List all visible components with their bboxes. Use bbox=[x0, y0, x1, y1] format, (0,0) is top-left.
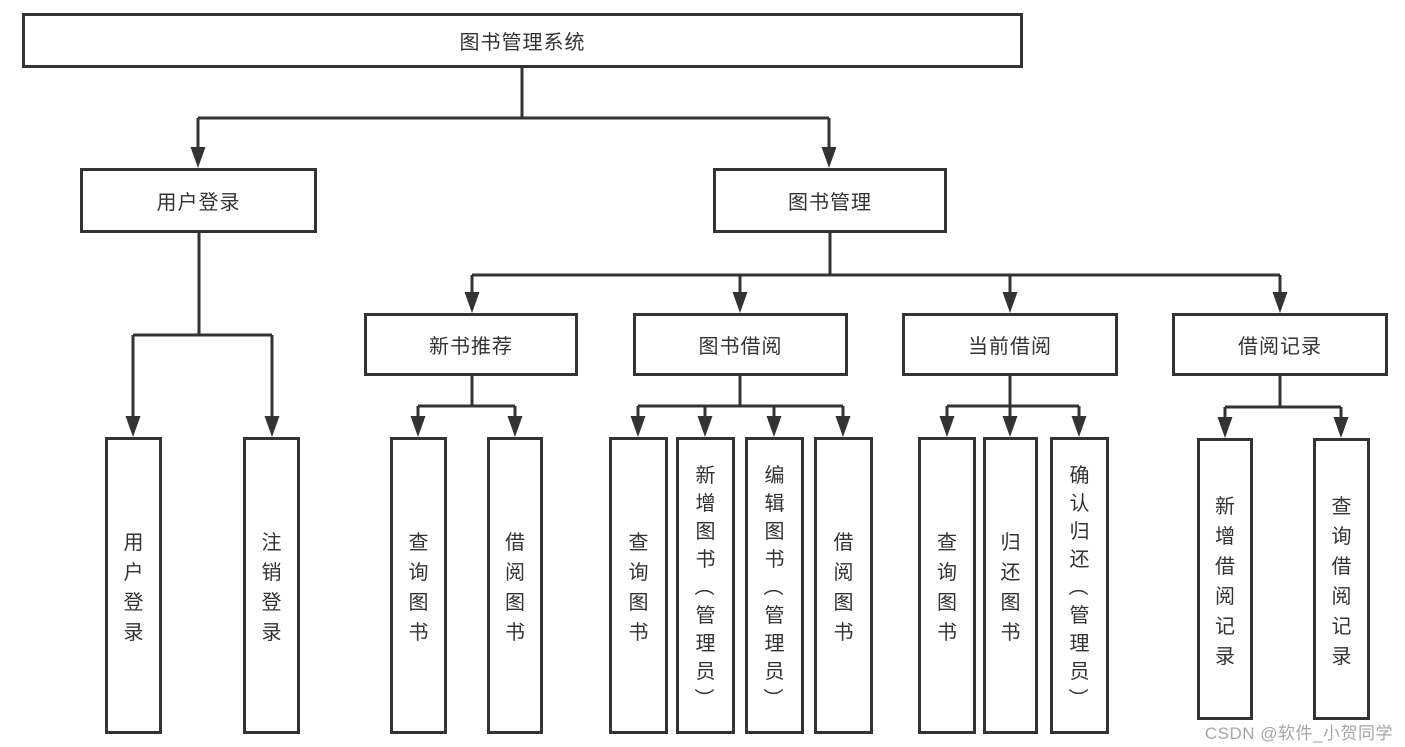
node-label: 当前借阅 bbox=[968, 336, 1052, 358]
leaf-add-books-admin: 新增图书（管理员） bbox=[676, 437, 735, 734]
node-label: 新书推荐 bbox=[429, 336, 513, 358]
leaf-user-login: 用户登录 bbox=[105, 437, 162, 734]
leaf-label: 查询图书 bbox=[937, 532, 957, 644]
node-book-borrowing: 图书借阅 bbox=[633, 313, 848, 376]
leaf-label: 归还图书 bbox=[1000, 532, 1021, 644]
leaf-label: 新增图书（管理员） bbox=[692, 465, 716, 708]
leaf-edit-books-admin: 编辑图书（管理员） bbox=[745, 437, 804, 734]
node-borrowing-records: 借阅记录 bbox=[1172, 313, 1388, 376]
node-label: 图书管理系统 bbox=[459, 32, 586, 54]
leaf-query-borrow-records: 查询借阅记录 bbox=[1313, 438, 1370, 720]
leaf-label: 查询图书 bbox=[628, 532, 649, 644]
node-new-book-recommend: 新书推荐 bbox=[364, 313, 578, 376]
leaf-label: 借阅图书 bbox=[833, 532, 854, 644]
csdn-watermark: CSDN @软件_小贺同学 bbox=[1204, 724, 1393, 743]
node-label: 图书借阅 bbox=[698, 336, 783, 358]
node-label: 用户登录 bbox=[156, 192, 241, 214]
node-current-borrowing: 当前借阅 bbox=[902, 313, 1118, 376]
leaf-label: 编辑图书（管理员） bbox=[761, 465, 785, 708]
leaf-label: 确认归还（管理员） bbox=[1066, 465, 1090, 708]
leaf-query-books-recommend: 查询图书 bbox=[390, 437, 447, 734]
leaf-borrow-books-recommend: 借阅图书 bbox=[487, 437, 543, 734]
leaf-return-books: 归还图书 bbox=[983, 437, 1038, 734]
leaf-label: 查询借阅记录 bbox=[1331, 495, 1352, 668]
leaf-add-borrow-record: 新增借阅记录 bbox=[1197, 438, 1253, 720]
leaf-confirm-return-admin: 确认归还（管理员） bbox=[1050, 437, 1109, 734]
node-book-management: 图书管理 bbox=[713, 168, 947, 233]
arrowheads bbox=[125, 147, 1349, 438]
leaf-query-books-borrow: 查询图书 bbox=[609, 437, 668, 734]
node-library-management-system: 图书管理系统 bbox=[22, 13, 1023, 68]
leaf-label: 注销登录 bbox=[261, 532, 282, 644]
leaf-borrow-books: 借阅图书 bbox=[814, 437, 873, 734]
leaf-label: 借阅图书 bbox=[505, 532, 525, 644]
node-label: 图书管理 bbox=[788, 192, 872, 214]
leaf-label: 用户登录 bbox=[123, 532, 144, 644]
leaf-logout: 注销登录 bbox=[243, 437, 300, 734]
node-label: 借阅记录 bbox=[1238, 336, 1322, 358]
node-user-login: 用户登录 bbox=[80, 168, 317, 233]
leaf-query-books-current: 查询图书 bbox=[918, 437, 976, 734]
leaf-label: 查询图书 bbox=[408, 532, 429, 644]
leaf-label: 新增借阅记录 bbox=[1215, 495, 1235, 668]
